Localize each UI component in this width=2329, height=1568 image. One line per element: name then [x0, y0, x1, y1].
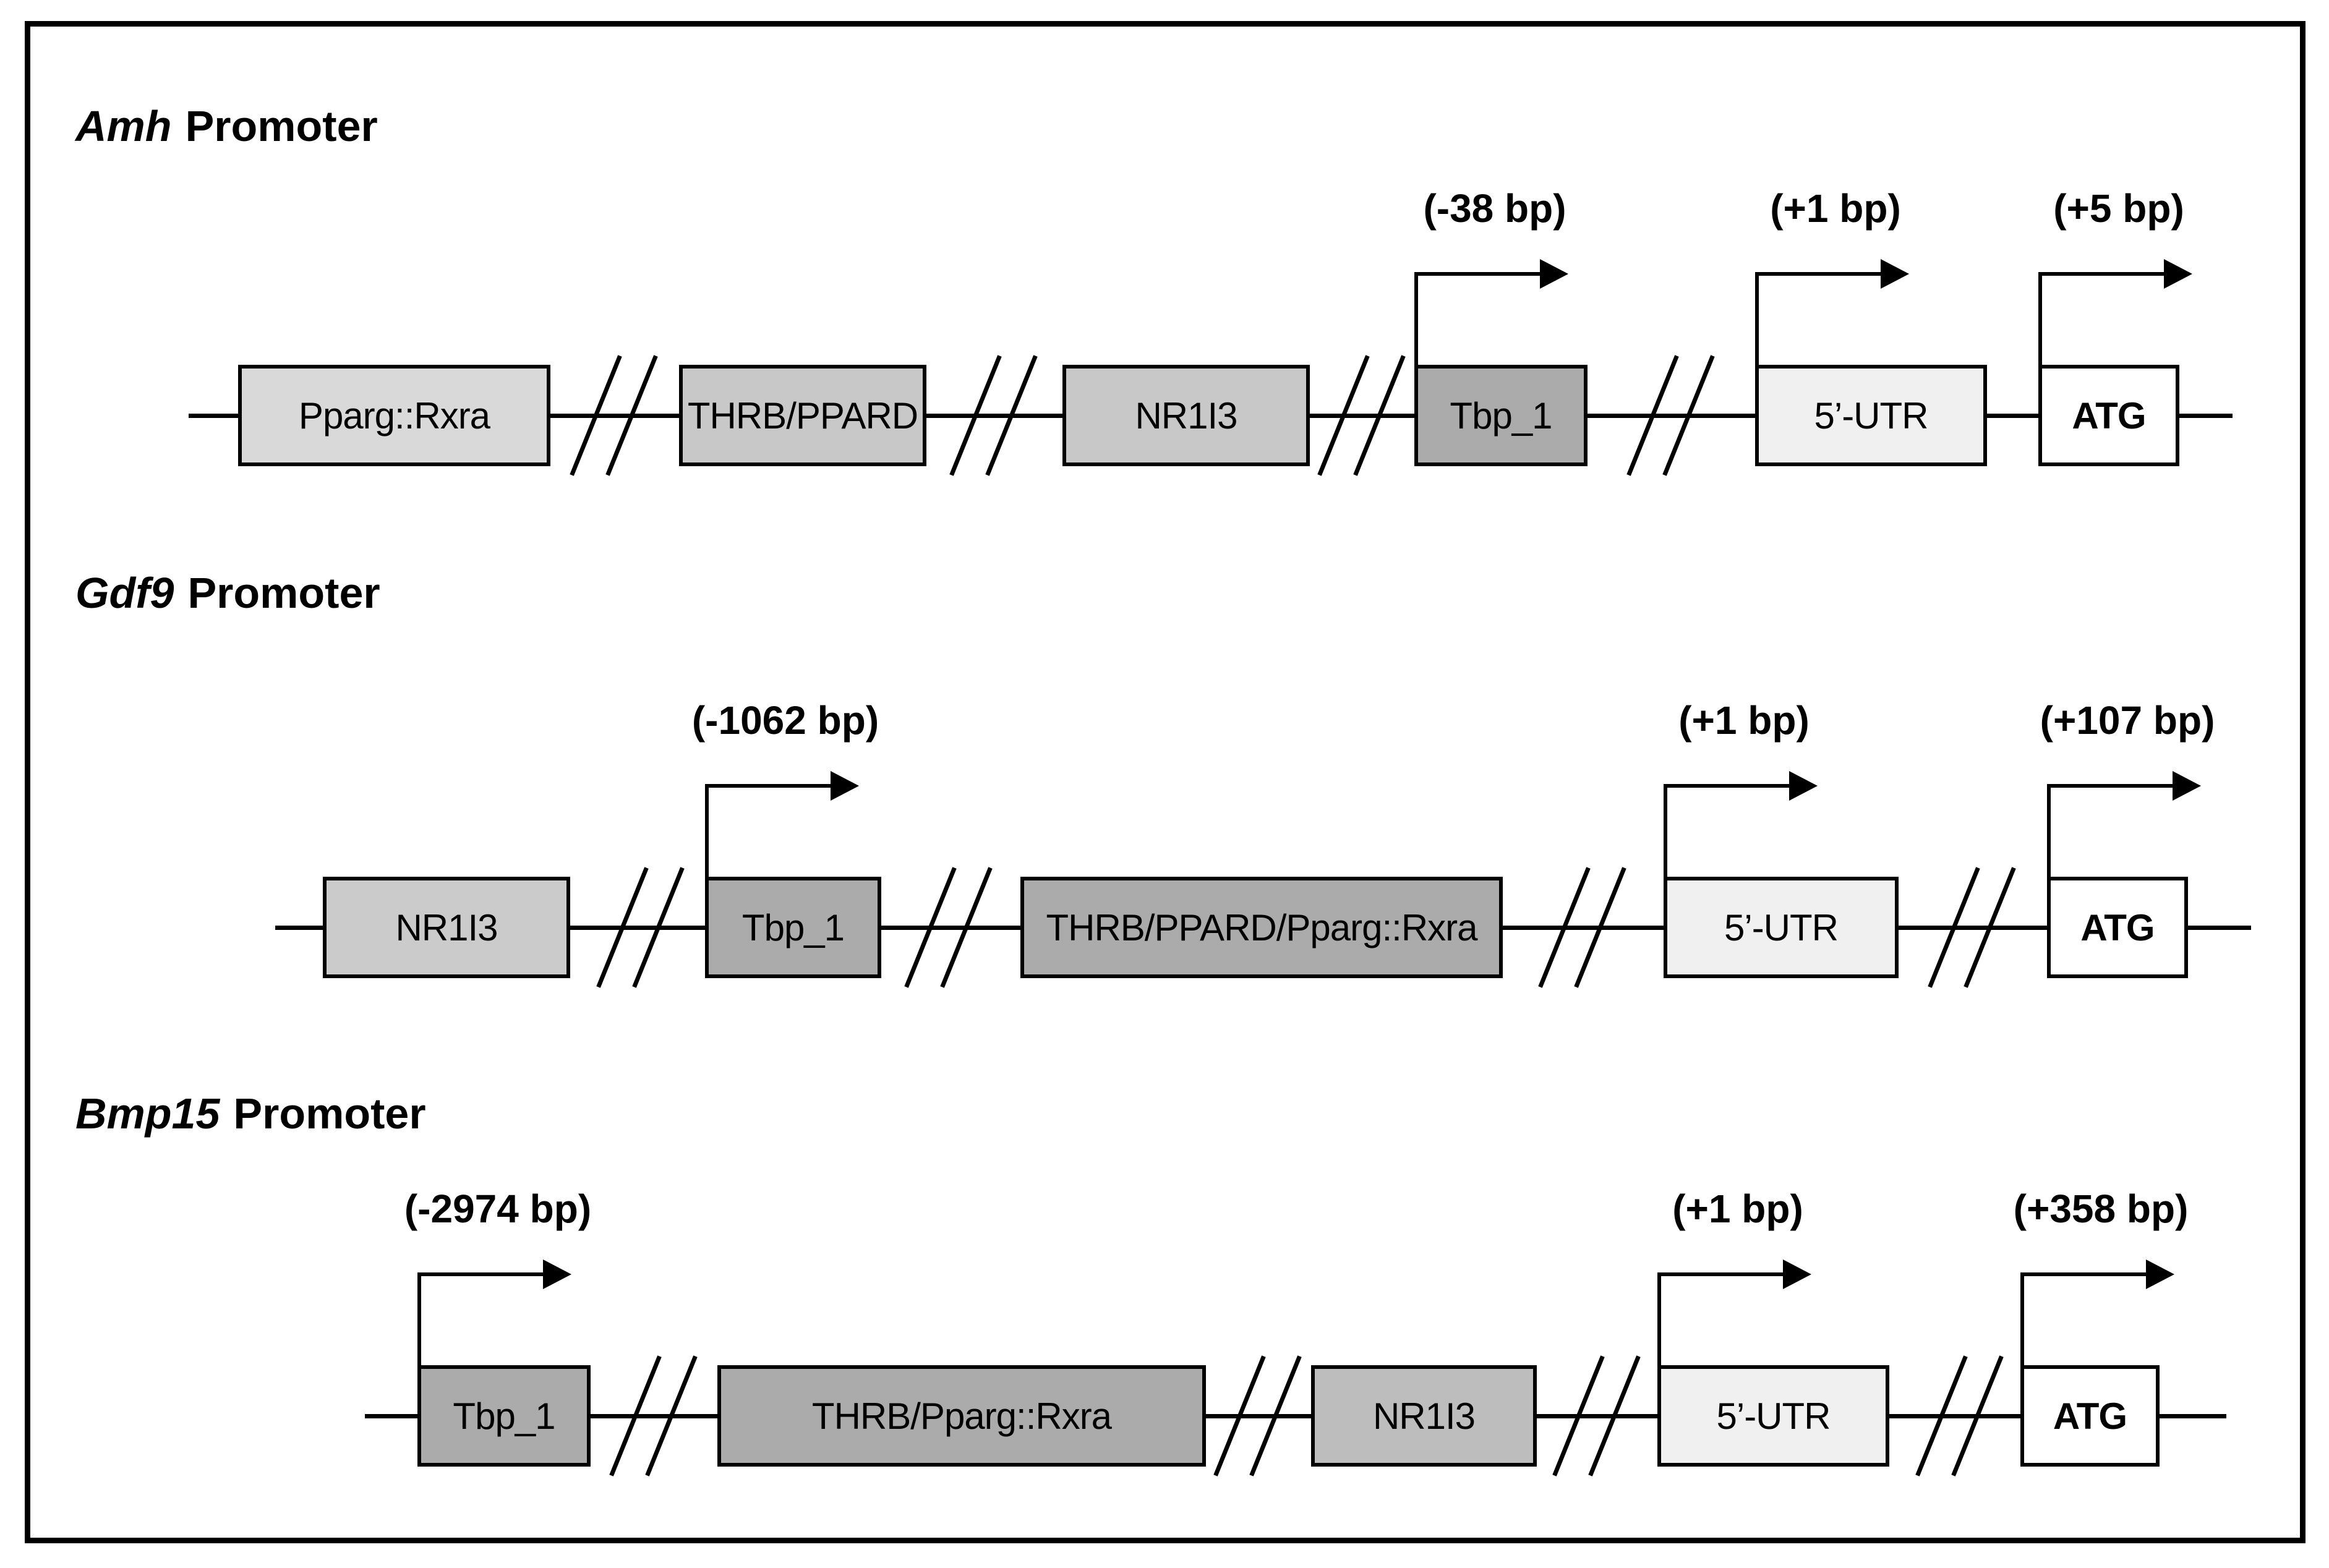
tss-position-label: (-1062 bp) — [691, 698, 879, 743]
tss-position-label: (+1 bp) — [1678, 698, 1810, 743]
site-box-tbp1: Tbp_1 — [705, 877, 881, 978]
tss-arrow-arm — [1414, 272, 1541, 276]
site-box-pparg-rxra: Pparg::Rxra — [238, 365, 550, 466]
tss-arrow-riser — [2047, 784, 2051, 879]
tss-arrow-arm — [1657, 1272, 1784, 1276]
tss-arrowhead-icon — [2164, 259, 2192, 289]
tss-position-label: (+1 bp) — [1770, 186, 1901, 231]
tss-position-label: (+107 bp) — [2040, 698, 2215, 743]
sequence-break-slashes — [570, 351, 658, 480]
tss-arrowhead-icon — [543, 1259, 571, 1289]
tss-arrowhead-icon — [1540, 259, 1568, 289]
tss-arrow-riser — [2038, 272, 2042, 367]
title-suffix: Promoter — [185, 102, 378, 150]
tss-arrow-arm — [2047, 784, 2174, 788]
site-box-tbp1: Tbp_1 — [417, 1365, 591, 1467]
tss-position-label: (+358 bp) — [2013, 1187, 2189, 1231]
tss-position-label: (-2974 bp) — [404, 1187, 592, 1231]
tss-arrow-riser — [417, 1272, 421, 1367]
section-title-bmp15: Bmp15 Promoter — [75, 1090, 426, 1138]
sequence-break-slashes — [1317, 351, 1406, 480]
tss-arrowhead-icon — [1783, 1259, 1811, 1289]
tss-arrow-arm — [1755, 272, 1882, 276]
sequence-break-slashes — [949, 351, 1038, 480]
site-box-atg: ATG — [2038, 365, 2179, 466]
tss-arrowhead-icon — [2173, 771, 2201, 801]
site-box-thrb-ppard: THRB/PPARD — [679, 365, 926, 466]
sequence-break-slashes — [1552, 1352, 1641, 1480]
title-suffix: Promoter — [187, 569, 380, 617]
site-box-atg: ATG — [2020, 1365, 2160, 1467]
tss-position-label: (+1 bp) — [1672, 1187, 1803, 1231]
tss-arrow-riser — [705, 784, 709, 879]
tss-arrowhead-icon — [1789, 771, 1818, 801]
tss-position-label: (-38 bp) — [1423, 186, 1566, 231]
sequence-break-slashes — [904, 863, 993, 992]
section-title-amh: Amh Promoter — [75, 103, 378, 150]
site-box-nr1i3: NR1I3 — [1311, 1365, 1537, 1467]
tss-arrowhead-icon — [831, 771, 859, 801]
site-box-5utr: 5’-UTR — [1657, 1365, 1889, 1467]
tss-arrow-arm — [2020, 1272, 2147, 1276]
sequence-break-slashes — [596, 863, 685, 992]
tss-arrowhead-icon — [1881, 259, 1909, 289]
site-box-5utr: 5’-UTR — [1664, 877, 1899, 978]
tss-arrow-riser — [1657, 1272, 1661, 1367]
tss-arrow-riser — [1414, 272, 1418, 367]
sequence-break-slashes — [1538, 863, 1626, 992]
gene-name: Amh — [75, 102, 172, 150]
tss-arrowhead-icon — [2146, 1259, 2174, 1289]
sequence-break-slashes — [1928, 863, 2016, 992]
sequence-break-slashes — [1626, 351, 1715, 480]
title-suffix: Promoter — [233, 1089, 426, 1138]
site-box-nr1i3: NR1I3 — [323, 877, 570, 978]
tss-arrow-riser — [2020, 1272, 2024, 1367]
site-box-5utr: 5’-UTR — [1755, 365, 1987, 466]
gene-name: Bmp15 — [75, 1089, 220, 1138]
site-box-thrb-pparg-rxra: THRB/Pparg::Rxra — [717, 1365, 1206, 1467]
sequence-break-slashes — [1915, 1352, 2004, 1480]
tss-arrow-arm — [417, 1272, 544, 1276]
tss-arrow-riser — [1664, 784, 1667, 879]
site-box-tbp1: Tbp_1 — [1414, 365, 1588, 466]
tss-arrow-arm — [1664, 784, 1790, 788]
figure-border — [25, 21, 2305, 1543]
gene-name: Gdf9 — [75, 569, 174, 617]
sequence-break-slashes — [1213, 1352, 1302, 1480]
tss-position-label: (+5 bp) — [2053, 186, 2184, 231]
tss-arrow-riser — [1755, 272, 1759, 367]
dna-line — [365, 1414, 2226, 1418]
sequence-break-slashes — [609, 1352, 698, 1480]
section-title-gdf9: Gdf9 Promoter — [75, 569, 380, 617]
site-box-nr1i3: NR1I3 — [1062, 365, 1310, 466]
site-box-thrb-ppard-pparg-rxra: THRB/PPARD/Pparg::Rxra — [1020, 877, 1503, 978]
site-box-atg: ATG — [2047, 877, 2188, 978]
tss-arrow-arm — [705, 784, 832, 788]
tss-arrow-arm — [2038, 272, 2165, 276]
